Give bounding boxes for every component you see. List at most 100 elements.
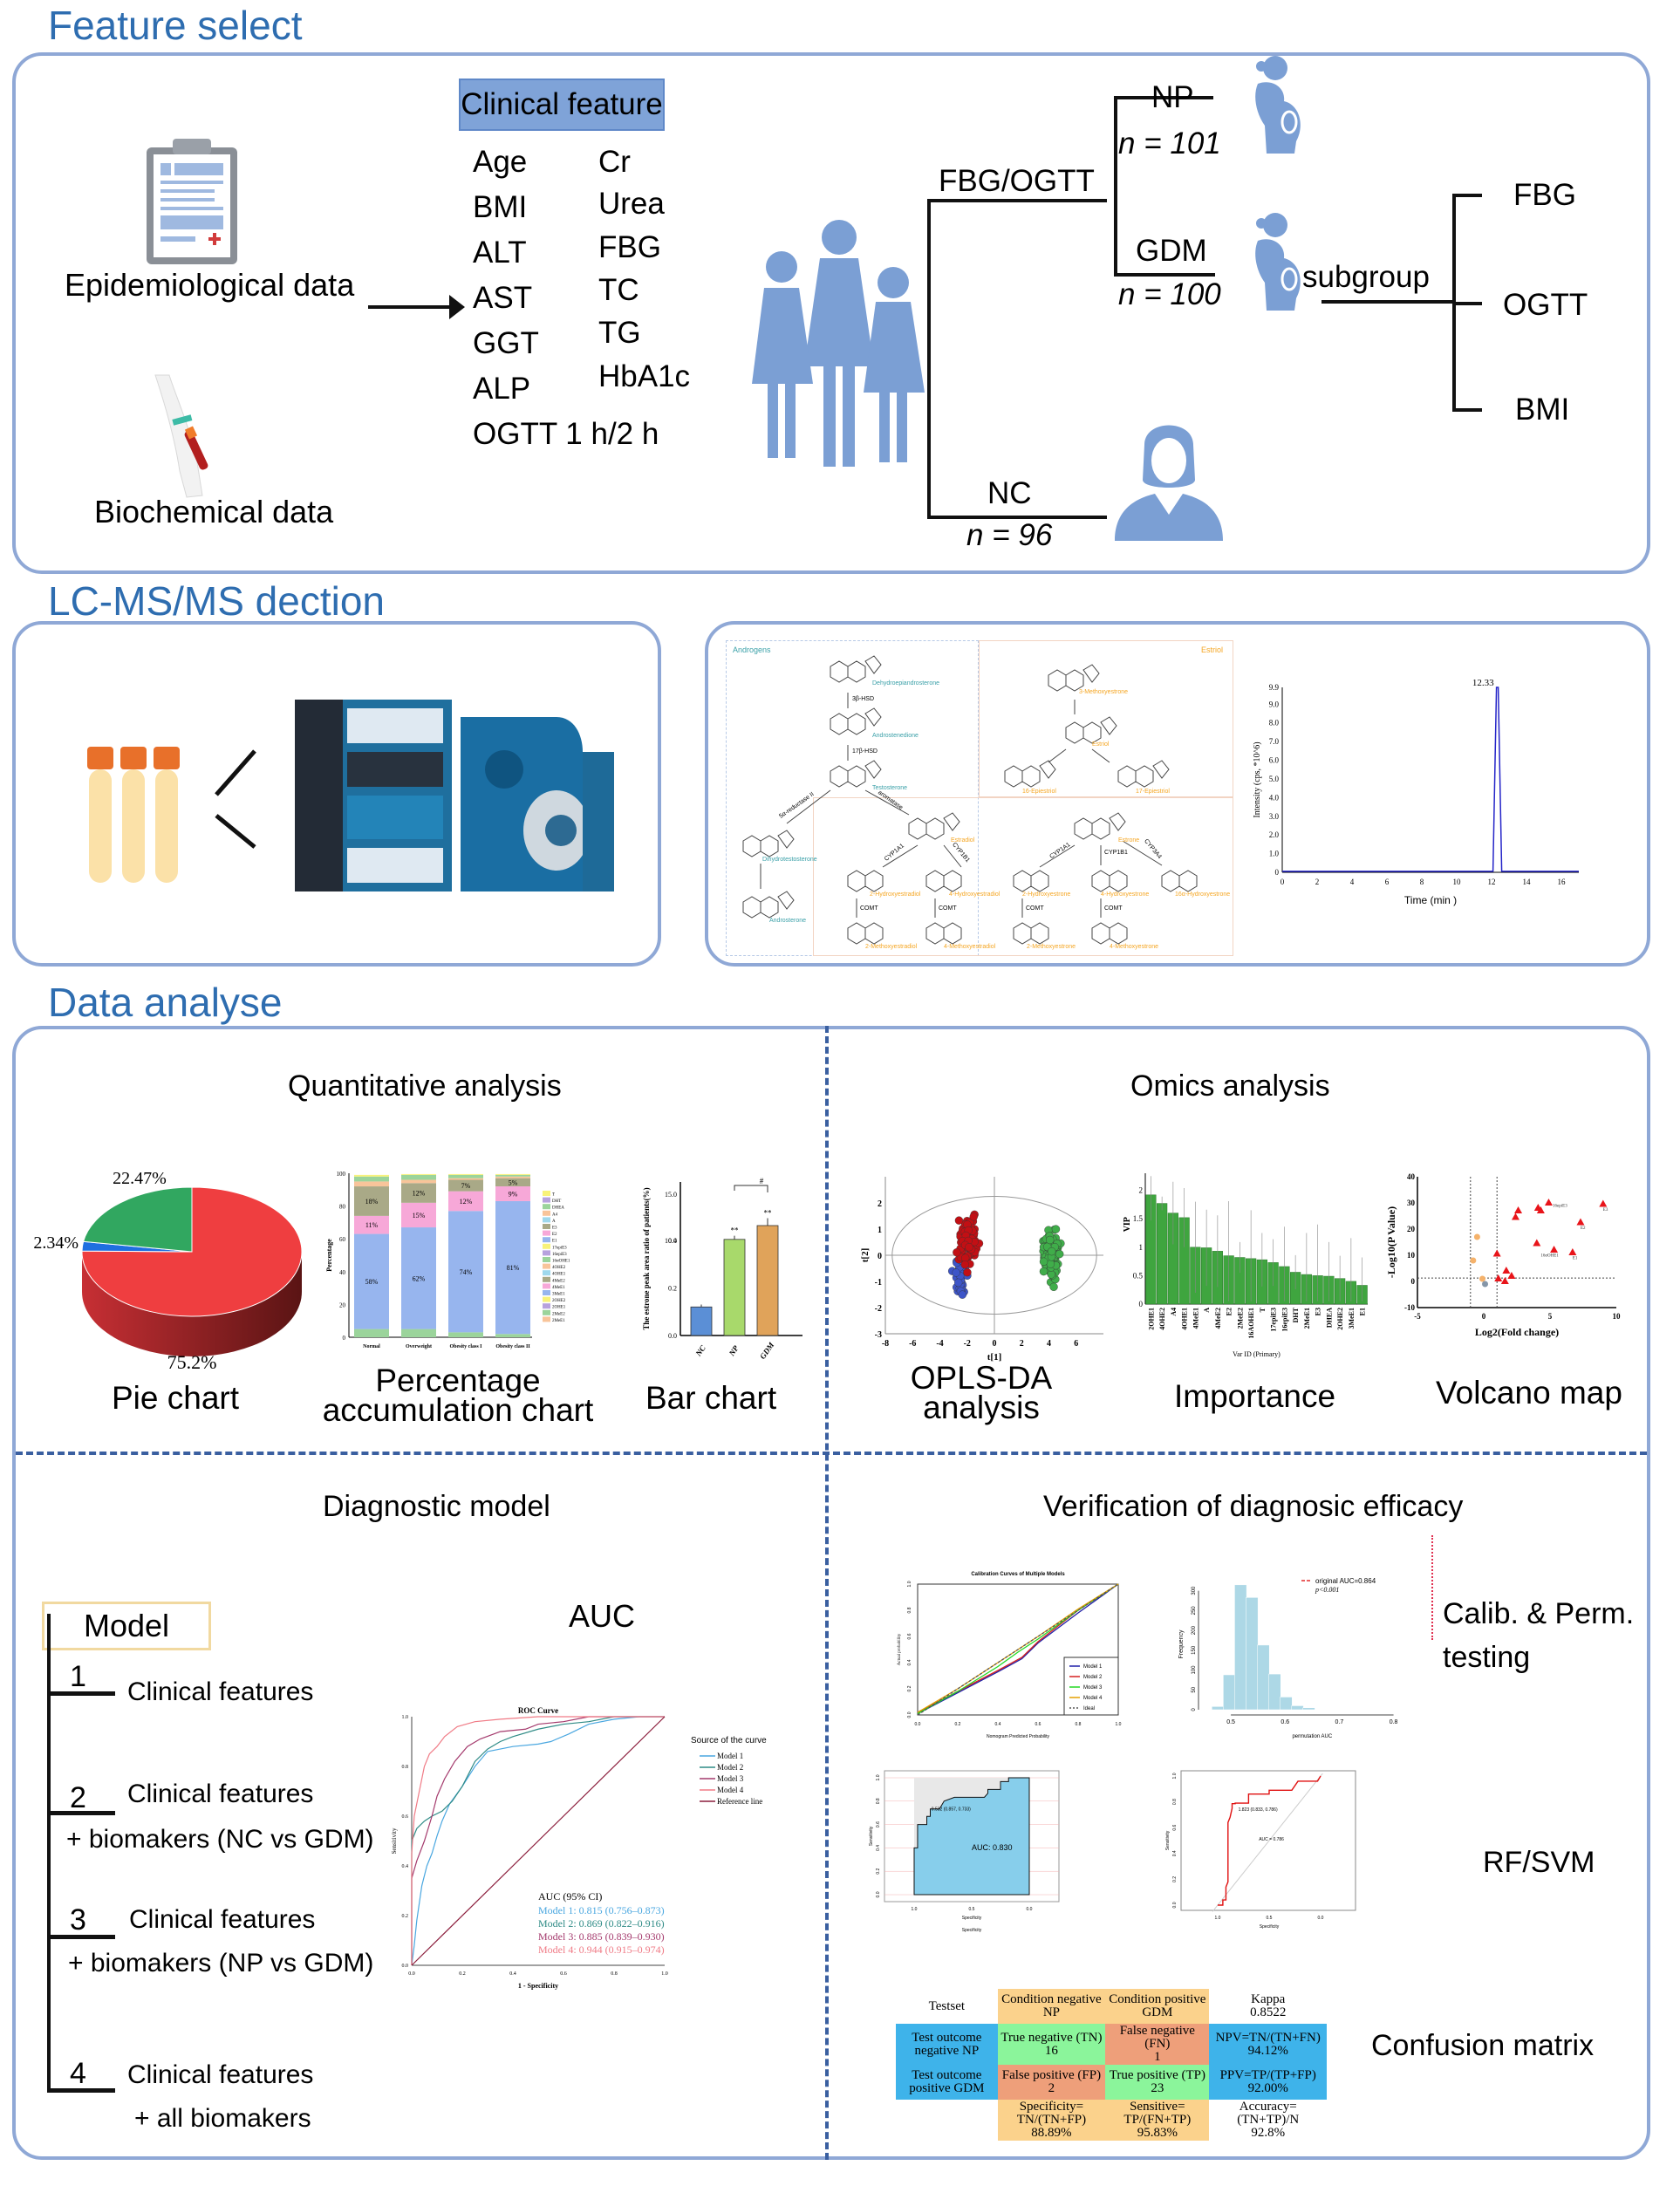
- x-tick-label: 0.5: [969, 1907, 975, 1912]
- calibration-line: [917, 1583, 1119, 1716]
- diagonal-line: [1212, 1773, 1323, 1912]
- calibration-line: [917, 1583, 1119, 1715]
- x-axis-label: Log2(Fold change): [1475, 1326, 1559, 1338]
- scatter-point: [954, 1216, 964, 1225]
- y-tick-label: 0.0: [1172, 1902, 1178, 1908]
- model-number: 3: [70, 1903, 86, 1937]
- sample-tubes-icon: [85, 743, 183, 886]
- chart-title: ROC Curve: [518, 1706, 558, 1715]
- feature-item: ALP: [473, 372, 531, 406]
- compound-label: 16-Epiestriol: [1022, 789, 1056, 795]
- x-tick-label: 0.0: [1027, 1907, 1033, 1912]
- y-tick-label: 0: [878, 1252, 882, 1261]
- point-label: 16epiE3: [1553, 1205, 1567, 1209]
- y-tick-label: 0.4: [668, 1237, 677, 1245]
- legend-swatch: [543, 1197, 550, 1203]
- y-axis-label: -Log10(P Value): [1385, 1206, 1397, 1278]
- segment-label: 15%: [413, 1212, 426, 1219]
- compound-label: 2-Methoxyestradiol: [865, 944, 918, 950]
- pie-slice: [81, 1186, 303, 1317]
- x-tick-label: A4: [1170, 1308, 1178, 1316]
- quantitative-analysis-title: Quantitative analysis: [288, 1069, 562, 1103]
- volcano-point: [1544, 1199, 1553, 1206]
- stack-segment: [354, 1186, 389, 1216]
- cm-spec-value: 88.89%: [1031, 2126, 1072, 2140]
- volcano-point: [1482, 1281, 1489, 1288]
- rf-svm-caption: RF/SVM: [1483, 1846, 1595, 1879]
- scatter-point: [1039, 1267, 1048, 1276]
- legend-label: A4: [552, 1213, 558, 1217]
- y-tick-label: 40: [339, 1269, 346, 1276]
- stack-segment: [401, 1227, 436, 1329]
- cm-fn-value: 1: [1154, 2050, 1161, 2064]
- x-tick-label: NP: [727, 1343, 741, 1358]
- auc-line: Model 1: 0.815 (0.756–0.873): [538, 1904, 665, 1916]
- omics-analysis-title: Omics analysis: [1130, 1069, 1330, 1103]
- cm-kappa-value: 0.8522: [1250, 2005, 1287, 2019]
- y-tick-label: 0.2: [668, 1284, 677, 1292]
- y-tick-label: 2: [878, 1199, 882, 1209]
- model-desc-2: + biomakers (NP vs GDM): [68, 1949, 374, 1978]
- verification-title: Verification of diagnosic efficacy: [1043, 1490, 1464, 1523]
- model-desc-2: + all biomakers: [134, 2104, 311, 2133]
- y-tick-label: 0.2: [907, 1685, 912, 1691]
- x-tick-label: 10: [1453, 878, 1462, 886]
- pie-slice: [82, 1186, 193, 1253]
- model-desc: Clinical features: [129, 1905, 316, 1934]
- y-axis-label: Percentage: [325, 1239, 333, 1272]
- compound-label: 17-Epiestriol: [1136, 789, 1170, 795]
- y-tick-label: 0: [1275, 868, 1280, 877]
- enzyme-label: 17β-HSD: [852, 748, 878, 755]
- y-axis-label: Sensitivity: [391, 1827, 398, 1854]
- y-tick-label: 0: [1192, 1708, 1197, 1711]
- legend-title: Source of the curve: [691, 1736, 767, 1745]
- volcano-point: [1500, 1277, 1509, 1284]
- horizontal-divider: [16, 1452, 1647, 1455]
- volcano-point: [1492, 1249, 1501, 1257]
- feature-item: TC: [598, 273, 639, 307]
- x-tick-label: 4OHE1: [1181, 1308, 1189, 1330]
- legend-label: 4OHE2: [552, 1266, 566, 1270]
- cm-tn-value: 16: [1044, 2043, 1058, 2058]
- model-desc-2: + biomakers (NC vs GDM): [66, 1825, 374, 1854]
- x-tick-label: -4: [936, 1339, 943, 1349]
- compound-label: 16α-Hydroxyestrone: [1175, 891, 1231, 898]
- volcano-point: [1550, 1246, 1559, 1253]
- tree-branch-top: [927, 199, 1107, 202]
- compound-label: Testosterone: [872, 785, 908, 791]
- point-label: E2: [1581, 1226, 1586, 1231]
- x-tick-label: 0.6: [1035, 1722, 1041, 1727]
- x-tick-label: 0: [993, 1339, 997, 1349]
- legend-swatch: [543, 1257, 550, 1262]
- x-tick-label: Obesity class I: [449, 1344, 482, 1349]
- model-desc: Clinical features: [127, 2060, 314, 2089]
- legend-label: 4MeE2: [552, 1279, 565, 1283]
- y-tick-label: 0.8: [907, 1607, 912, 1613]
- cm-sens-value: 95.83%: [1137, 2126, 1178, 2140]
- y-tick-label: 2.0: [1269, 830, 1280, 839]
- compound-label: Dihydrotestosterone: [762, 857, 817, 863]
- x-tick-label: 16AOHE1: [1247, 1308, 1255, 1339]
- stack-segment: [448, 1178, 483, 1180]
- auc-line: Model 4: 0.944 (0.915–0.974): [538, 1943, 665, 1956]
- y-tick-label: -3: [875, 1330, 882, 1340]
- stack-segment: [401, 1173, 436, 1175]
- y-tick-label: 0.4: [1172, 1850, 1178, 1856]
- cm-spec: Specificity= TN/(TN+FP)88.89%: [997, 2100, 1106, 2141]
- stack-segment: [401, 1174, 436, 1180]
- y-tick-label: 4.0: [1269, 793, 1280, 802]
- cm-npv: NPV=TN/(TN+FN)94.12%: [1209, 2024, 1327, 2065]
- significance-label: **: [764, 1209, 773, 1218]
- chart-title: Calibration Curves of Multiple Models: [971, 1572, 1065, 1577]
- cm-fp: False positive (FP)2: [997, 2065, 1106, 2100]
- data-analyse-panel: [12, 1026, 1650, 2160]
- volcano-point: [1473, 1233, 1480, 1240]
- y-tick-label: 0.4: [876, 1845, 881, 1851]
- legend-swatch: [543, 1250, 550, 1256]
- x-tick-label: T: [1259, 1307, 1267, 1312]
- legend-label: Model 3: [1083, 1685, 1103, 1691]
- auc-title: AUC: [569, 1598, 636, 1634]
- cm-tp: True positive (TP)23: [1105, 2065, 1210, 2100]
- feature-item: GGT: [473, 326, 539, 360]
